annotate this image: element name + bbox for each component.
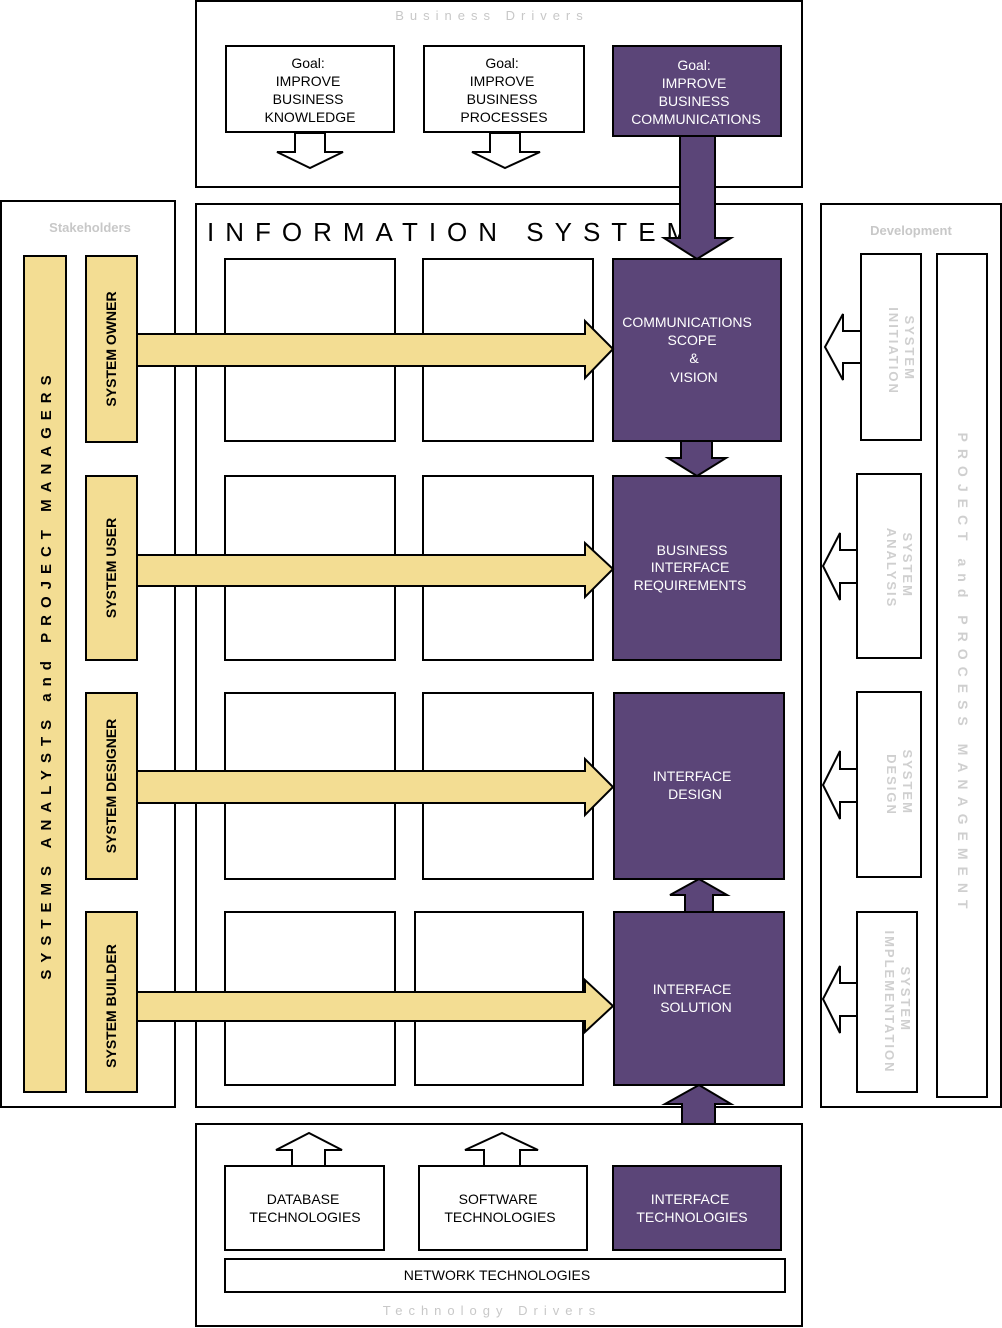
communications-scope-vision-text: COMMUNICATIONS SCOPE & VISION	[622, 314, 756, 385]
interface-solution-box	[613, 911, 785, 1086]
phase-analysis-text: SYSTEM ANALYSIS	[884, 528, 915, 609]
development-title: Development	[870, 223, 952, 238]
interface-solution-text: INTERFACE SOLUTION	[653, 981, 735, 1015]
analysts-managers-bar	[23, 255, 67, 1093]
goal-communications-text: Goal: IMPROVE BUSINESS COMMUNICATIONS	[631, 57, 761, 127]
project-process-management-label: PROJECT and PROCESS MANAGEMENT	[955, 432, 971, 915]
system-user-arrow	[136, 540, 615, 600]
phase-design-text: SYSTEM DESIGN	[884, 749, 915, 820]
phase-implementation-text: SYSTEM IMPLEMENTATION	[882, 930, 913, 1073]
role-system-builder: SYSTEM BUILDER	[103, 944, 119, 1068]
phase-box-initiation	[860, 253, 922, 441]
role-box-system-designer	[85, 692, 138, 880]
tech-box-software	[418, 1165, 588, 1251]
initiation-left-arrow	[823, 313, 862, 381]
tech-box-interface	[612, 1165, 782, 1251]
tech-interface-text: INTERFACE TECHNOLOGIES	[636, 1191, 747, 1225]
interface-design-text: INTERFACE DESIGN	[653, 768, 735, 802]
goal-knowledge-text: Goal: IMPROVE BUSINESS KNOWLEDGE	[264, 55, 355, 125]
business-interface-requirements-text: BUSINESS INTERFACE REQUIREMENTS	[634, 542, 747, 593]
phase-box-implementation	[856, 911, 918, 1093]
phase-initiation-text: SYSTEM INITIATION	[886, 307, 917, 395]
phase-box-analysis	[856, 473, 922, 659]
stakeholders-title: Stakeholders	[49, 220, 131, 235]
phase-box-design	[856, 691, 922, 878]
project-process-management-bar	[936, 253, 988, 1098]
technology-drivers-title: Technology Drivers	[383, 1303, 602, 1318]
system-builder-arrow	[136, 977, 615, 1035]
interface-design-box	[613, 692, 785, 880]
role-system-designer: SYSTEM DESIGNER	[103, 719, 119, 854]
analysis-left-arrow	[821, 532, 858, 601]
network-technologies-text: NETWORK TECHNOLOGIES	[404, 1267, 590, 1283]
design-left-arrow	[821, 750, 858, 820]
goal-processes-down-arrow	[471, 132, 541, 170]
tech-software-text: SOFTWARE TECHNOLOGIES	[444, 1191, 555, 1225]
scope-to-requirements-arrow	[664, 440, 730, 478]
information-system-title: INFORMATION SYSTEM	[207, 217, 699, 247]
role-box-system-builder	[85, 911, 138, 1093]
goal-box-knowledge	[225, 45, 395, 133]
system-designer-arrow	[136, 756, 615, 818]
role-system-owner: SYSTEM OWNER	[103, 291, 119, 406]
solution-to-design-arrow	[669, 877, 731, 913]
tech-box-database	[224, 1165, 385, 1251]
goal-box-communications	[612, 45, 782, 137]
goal-knowledge-down-arrow	[276, 132, 344, 170]
software-up-arrow	[464, 1131, 539, 1167]
tech-database-text: DATABASE TECHNOLOGIES	[249, 1191, 360, 1225]
goal-processes-text: Goal: IMPROVE BUSINESS PROCESSES	[460, 55, 547, 125]
implementation-left-arrow	[821, 965, 858, 1034]
analysts-managers-label: SYSTEMS ANALYSTS and PROJECT MANAGERS	[38, 368, 55, 979]
system-owner-arrow	[136, 318, 615, 381]
business-drivers-title: Business Drivers	[395, 8, 589, 23]
network-technologies-bar	[224, 1258, 786, 1293]
role-system-user: SYSTEM USER	[103, 518, 119, 618]
goal-to-scope-arrow	[660, 135, 735, 261]
role-box-system-user	[85, 475, 138, 661]
database-up-arrow	[275, 1131, 343, 1167]
